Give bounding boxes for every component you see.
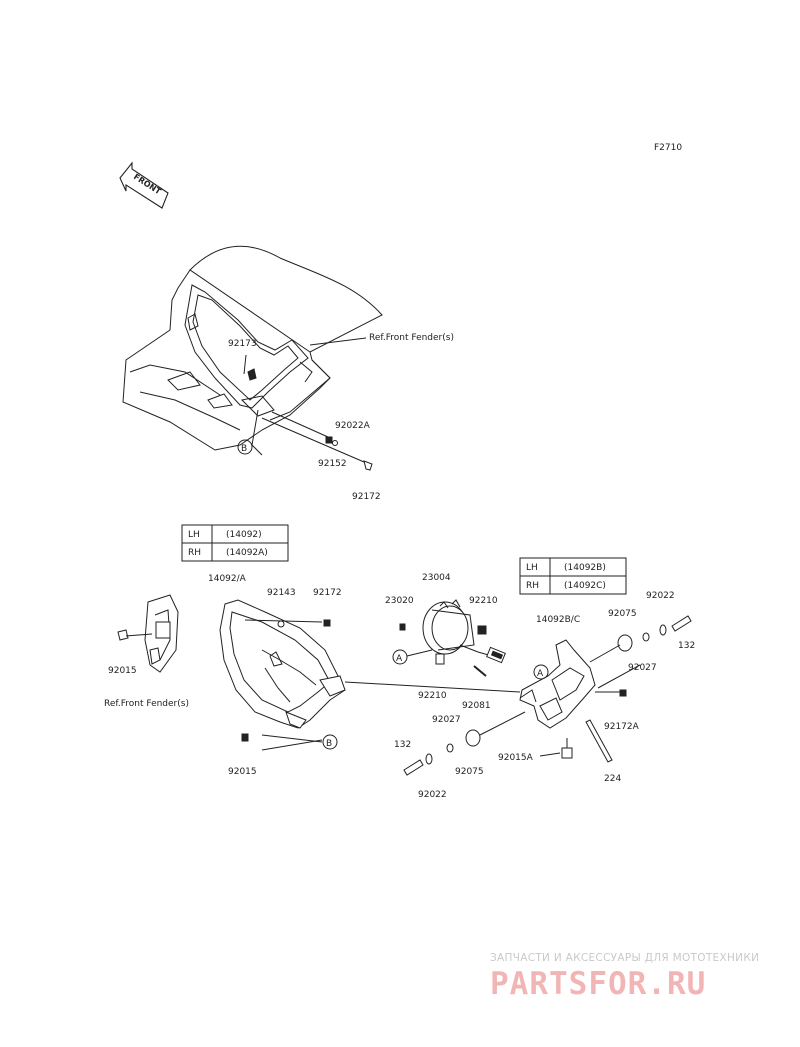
part-92172a-screw [619, 689, 627, 697]
table-right-r1-part: (14092B) [564, 563, 606, 573]
part-132-bolt-left [403, 759, 424, 776]
callout-a-right-label: A [537, 669, 544, 679]
label-23020: 23020 [385, 596, 414, 606]
label-132-right: 132 [678, 641, 695, 651]
callout-a-left[interactable] [392, 649, 408, 665]
label-ref-front-fender-left: Ref.Front Fender(s) [104, 699, 189, 709]
label-92022-top: 92022 [646, 591, 675, 601]
part-92022-washer-top [659, 624, 667, 636]
part-92015-nut-left [117, 629, 129, 641]
headlight-cover-left [219, 599, 346, 729]
label-92173: 92173 [228, 339, 257, 349]
label-92081: 92081 [462, 701, 491, 711]
label-92015-bottom: 92015 [228, 767, 257, 777]
label-92152: 92152 [318, 459, 347, 469]
part-92172-screw [363, 460, 373, 471]
label-92027-left: 92027 [432, 715, 461, 725]
label-92210-bot: 92210 [418, 691, 447, 701]
table-right-r2-part: (14092C) [564, 581, 606, 591]
part-92027-collar-right [642, 632, 650, 642]
watermark-tagline: ЗАПЧАСТИ И АКСЕССУАРЫ ДЛЯ МОТОТЕХНИКИ [490, 952, 760, 964]
label-92172a: 92172A [604, 722, 640, 732]
callout-b-top-label: B [241, 444, 247, 454]
part-23020-screw [399, 623, 406, 631]
part-92152-nut [325, 436, 333, 444]
label-23004: 23004 [422, 573, 451, 583]
figure-id: F2710 [654, 143, 682, 153]
label-92172-top: 92172 [352, 492, 381, 502]
label-92075-bot: 92075 [455, 767, 484, 777]
label-92022-bot: 92022 [418, 790, 447, 800]
part-224-bolt [585, 719, 613, 763]
label-92143: 92143 [267, 588, 296, 598]
label-92027-right: 92027 [628, 663, 657, 673]
table-right-r2-side: RH [526, 581, 539, 591]
label-92210-top: 92210 [469, 596, 498, 606]
callout-b-top[interactable] [237, 439, 253, 455]
table-left-r1-side: LH [188, 530, 200, 540]
part-92015-nut-bottom [241, 733, 249, 742]
part-92027-collar-left [446, 743, 454, 753]
headlight-bracket-right [519, 639, 596, 729]
table-right: LH (14092B) RH (14092C) [519, 557, 627, 595]
callout-b-bottom-label: B [326, 739, 332, 749]
label-ref-front-fender-top: Ref.Front Fender(s) [369, 333, 454, 343]
label-92172-mid: 92172 [313, 588, 342, 598]
part-92075-bushing-bot [465, 729, 481, 747]
callout-a-left-label: A [396, 654, 403, 664]
front-fender-assembly [122, 245, 383, 456]
front-arrow-icon: FRONT [119, 161, 169, 209]
label-132-left: 132 [394, 740, 411, 750]
part-92172-screw-mid [323, 619, 331, 627]
table-left-r1-part: (14092) [226, 530, 262, 540]
label-14092a: 14092/A [208, 574, 247, 584]
headlight-unit [422, 599, 475, 665]
part-92015a-nut [561, 747, 573, 759]
label-14092bc: 14092B/C [536, 615, 580, 625]
label-92075-top: 92075 [608, 609, 637, 619]
table-left-r2-side: RH [188, 548, 201, 558]
part-132-bolt-right [671, 615, 692, 632]
label-92015-left: 92015 [108, 666, 137, 676]
table-left: LH (14092) RH (14092A) [181, 524, 289, 562]
fender-bracket-left [144, 594, 179, 673]
callout-b-bottom[interactable] [322, 734, 338, 750]
part-92022-washer-bot [425, 753, 433, 765]
watermark-brand-logo: PARTSFOR.RU [490, 966, 707, 1002]
table-right-r1-side: LH [526, 563, 538, 573]
part-92210-top-clip [477, 625, 487, 635]
label-92022a: 92022A [335, 421, 371, 431]
label-224: 224 [604, 774, 621, 784]
part-92022a-washer [332, 440, 338, 446]
table-left-r2-part: (14092A) [226, 548, 268, 558]
callout-a-right[interactable] [533, 664, 549, 680]
label-92015a: 92015A [498, 753, 534, 763]
